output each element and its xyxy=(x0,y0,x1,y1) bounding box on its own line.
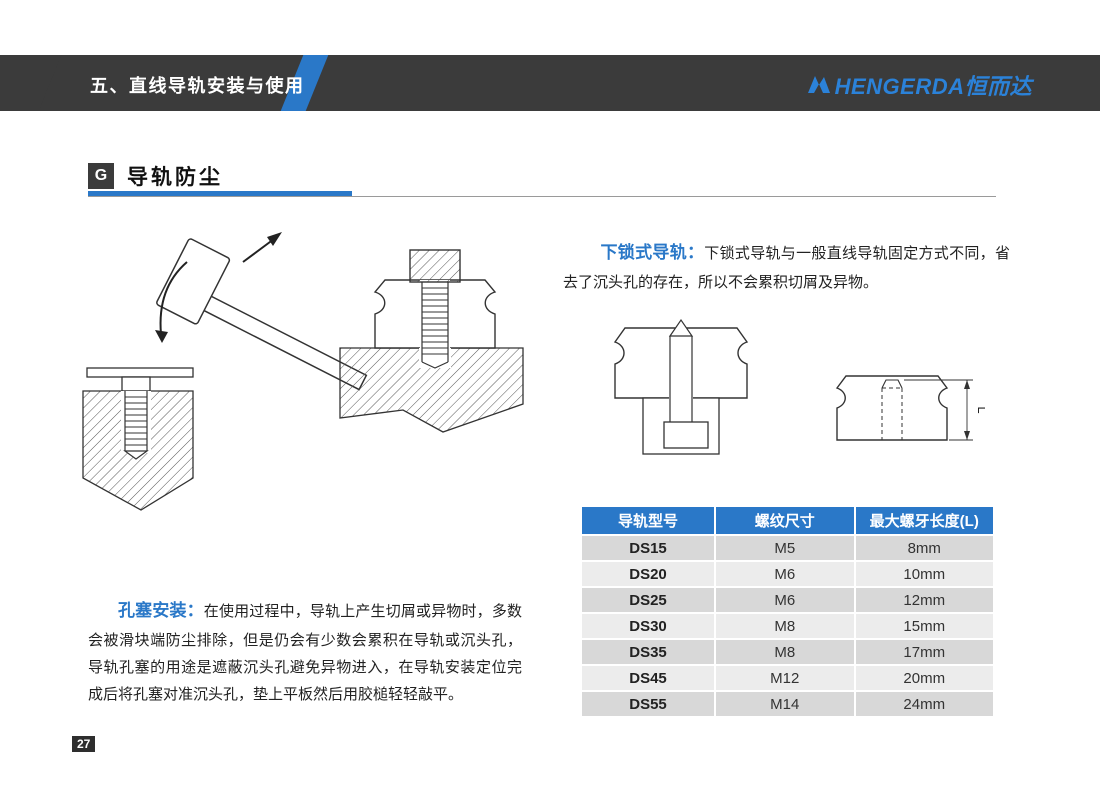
spec-value-cell: M8 xyxy=(714,612,856,640)
rail-model-cell: DS30 xyxy=(580,612,716,640)
page-number: 27 xyxy=(72,736,96,752)
section-divider-line xyxy=(88,196,996,197)
plug-install-illustration xyxy=(82,232,524,511)
rail-cap-screw-drawing xyxy=(339,249,524,433)
section-divider-accent xyxy=(88,191,352,197)
thread-length-drawing: L xyxy=(835,375,985,441)
plug-install-body: 在使用过程中，导轨上产生切屑或异物时，多数会被滑块端防尘排除，但是仍会有少数会累… xyxy=(88,603,522,703)
spec-value-cell: 24mm xyxy=(853,690,995,718)
under-lock-bolt-drawing xyxy=(613,318,749,455)
table-header-row: 导轨型号螺纹尺寸最大螺牙长度(L) xyxy=(580,505,995,536)
brand-logo: HENGERDA恒而达 xyxy=(806,69,1032,101)
logo-text: HENGERDA恒而达 xyxy=(834,74,1032,99)
logo-icon xyxy=(807,76,830,93)
plug-drawing xyxy=(86,367,194,392)
under-lock-rail-illustration: L xyxy=(613,318,985,455)
spec-value-cell: M8 xyxy=(714,638,856,666)
spec-value-cell: 20mm xyxy=(853,664,995,692)
spec-value-cell: M6 xyxy=(714,560,856,588)
swing-arrow-icon xyxy=(155,232,282,343)
chapter-title: 五、直线导轨安装与使用 xyxy=(90,76,305,96)
spec-value-cell: M12 xyxy=(714,664,856,692)
rail-model-cell: DS25 xyxy=(580,586,716,614)
spec-value-cell: M5 xyxy=(714,534,856,562)
rail-model-cell: DS35 xyxy=(580,638,716,666)
rail-model-cell: DS55 xyxy=(580,690,716,718)
section-divider xyxy=(88,191,996,197)
rail-model-cell: DS45 xyxy=(580,664,716,692)
spec-value-cell: 12mm xyxy=(853,586,995,614)
rail-model-cell: DS20 xyxy=(580,560,716,588)
spec-value-cell: M6 xyxy=(714,586,856,614)
under-lock-body: 下锁式导轨与一般直线导轨固定方式不同，省去了沉头孔的存在，所以不会累积切屑及异物… xyxy=(563,245,1010,291)
section-letter-badge: G xyxy=(88,163,114,189)
spec-value-cell: 8mm xyxy=(853,534,995,562)
under-lock-lead: 下锁式导轨： xyxy=(600,243,705,262)
counterbore-block-drawing xyxy=(82,390,194,511)
table-header-cell: 导轨型号 xyxy=(580,505,716,536)
rail-model-cell: DS15 xyxy=(580,534,716,562)
section-heading: G 导轨防尘 xyxy=(88,161,223,191)
spec-value-cell: 10mm xyxy=(853,560,995,588)
spec-value-cell: 17mm xyxy=(853,638,995,666)
plug-install-paragraph: 孔塞安装：在使用过程中，导轨上产生切屑或异物时，多数会被滑块端防尘排除，但是仍会… xyxy=(88,596,522,708)
plug-install-lead: 孔塞安装： xyxy=(118,601,204,620)
spec-value-cell: M14 xyxy=(714,690,856,718)
page-header: 五、直线导轨安装与使用 HENGERDA恒而达 xyxy=(0,55,1100,111)
table-header-cell: 螺纹尺寸 xyxy=(714,505,856,536)
section-title: 导轨防尘 xyxy=(127,166,223,189)
table-header-cell: 最大螺牙长度(L) xyxy=(853,505,995,536)
spec-value-cell: 15mm xyxy=(853,612,995,640)
under-lock-paragraph: 下锁式导轨：下锁式导轨与一般直线导轨固定方式不同，省去了沉头孔的存在，所以不会累… xyxy=(563,238,1010,296)
dimension-label: L xyxy=(975,406,985,413)
hammer-drawing xyxy=(156,238,368,391)
